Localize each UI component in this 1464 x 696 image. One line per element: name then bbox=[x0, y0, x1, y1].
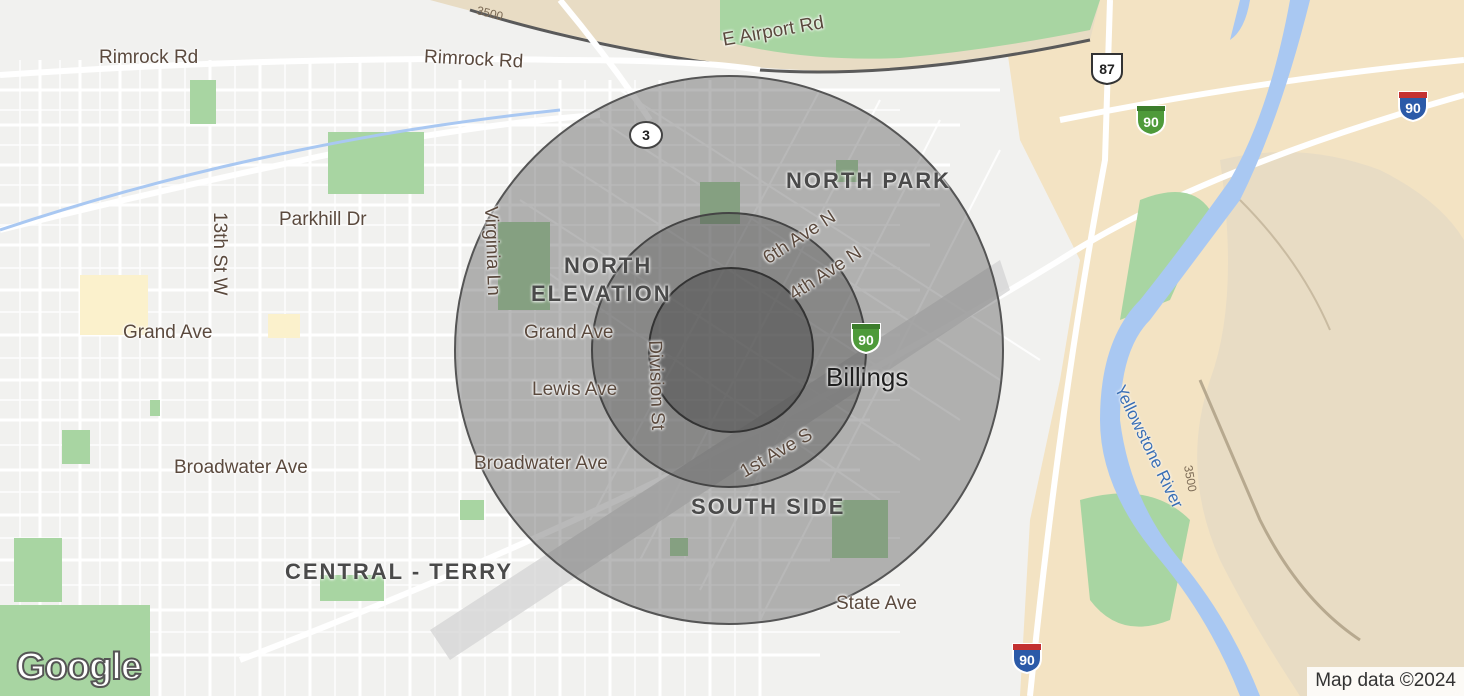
road-label-broadwater-ave-east: Broadwater Ave bbox=[474, 453, 608, 474]
hillside bbox=[1197, 152, 1464, 696]
road-label-13th-st-w: 13th St W bbox=[209, 212, 230, 296]
route-3-shield: 3 bbox=[628, 120, 664, 150]
street-grid bbox=[0, 60, 1000, 696]
neighborhood-north-elevation-line2: ELEVATION bbox=[531, 281, 672, 306]
interstate-90-blue-shield-northeast: 90 bbox=[1396, 88, 1430, 123]
road-label-rimrock-rd-east: Rimrock Rd bbox=[423, 46, 524, 73]
city-label-billings: Billings bbox=[826, 362, 909, 392]
interstate-90-green-shield-center: 90 bbox=[849, 320, 883, 355]
road-label-state-ave: State Ave bbox=[836, 593, 917, 614]
radius-ring-outer bbox=[454, 75, 1004, 625]
road-label-division-st: Division St bbox=[644, 339, 669, 431]
road-label-grand-ave-east: Grand Ave bbox=[524, 322, 614, 343]
neighborhood-north-elevation-line1: NORTH bbox=[564, 253, 653, 278]
interstate-90-blue-shield-south: 90 bbox=[1010, 640, 1044, 675]
interstate-90-green-shield-north: 90 bbox=[1134, 102, 1168, 137]
neighborhood-south-side: SOUTH SIDE bbox=[691, 494, 846, 519]
road-label-rimrock-rd-west: Rimrock Rd bbox=[99, 47, 199, 68]
road-label-grand-ave-west: Grand Ave bbox=[123, 322, 213, 343]
neighborhood-central-terry: CENTRAL - TERRY bbox=[285, 559, 513, 584]
yellowstone-river bbox=[1100, 0, 1310, 696]
us-87-shield: 87 bbox=[1088, 52, 1126, 86]
contour-label-river: 3500 bbox=[1181, 464, 1199, 493]
road-label-broadwater-ave-west: Broadwater Ave bbox=[174, 457, 308, 478]
map-attribution[interactable]: Map data ©2024 bbox=[1307, 667, 1464, 696]
road-label-lewis-ave: Lewis Ave bbox=[532, 379, 618, 400]
radius-rings bbox=[454, 75, 1004, 625]
google-logo[interactable]: Google bbox=[15, 646, 143, 688]
road-label-virginia-ln: Virginia Ln bbox=[480, 205, 505, 297]
radius-ring-inner bbox=[648, 267, 814, 433]
contour-label-top: 3500 bbox=[475, 3, 505, 23]
road-label-parkhill-dr: Parkhill Dr bbox=[279, 209, 367, 230]
neighborhood-north-park: NORTH PARK bbox=[786, 168, 952, 193]
